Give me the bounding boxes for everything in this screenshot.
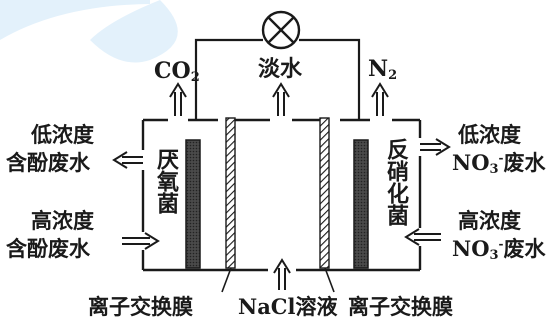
cell-tank — [141, 118, 422, 272]
right-inlet-label-line1: 高浓度 — [458, 208, 521, 233]
n2-outlet-arrow-icon — [371, 82, 389, 116]
left-inlet-label-line1: 高浓度 — [31, 208, 94, 233]
fresh-water-label: 淡水 — [258, 56, 303, 82]
right-inlet-arrow-icon — [404, 228, 441, 246]
n2-label: N2 — [368, 56, 398, 83]
cathode-electrode — [353, 139, 369, 269]
ion-exchange-membrane-right — [319, 117, 330, 269]
right-outlet-arrow-icon — [420, 138, 451, 156]
external-circuit — [194, 38, 361, 120]
left-inlet-label-line2: 含酚废水 — [6, 236, 90, 261]
nacl-inlet-arrow-icon — [273, 258, 291, 290]
co2-label: CO2 — [154, 58, 200, 85]
left-outlet-label-line2: 含酚废水 — [6, 150, 90, 175]
ion-exchange-membrane-right-label: 离子交换膜 — [348, 294, 453, 319]
right-outlet-label-line2: NO3-废水 — [452, 150, 546, 177]
anode-electrode — [185, 139, 201, 269]
denitrifying-bacteria-label: 反硝化菌 — [383, 138, 409, 226]
nacl-solution-label: NaCl溶液 — [238, 294, 338, 319]
anaerobic-bacteria-label: 厌氧菌 — [153, 148, 179, 214]
ion-exchange-membrane-left — [225, 117, 236, 269]
lamp-circle-x-icon — [261, 10, 301, 50]
left-inlet-arrow-icon — [122, 232, 160, 250]
co2-outlet-arrow-icon — [169, 82, 187, 116]
right-inlet-label-line2: NO3-废水 — [452, 236, 546, 263]
right-outlet-label-line1: 低浓度 — [458, 122, 521, 147]
ion-exchange-membrane-left-label: 离子交换膜 — [88, 294, 193, 319]
membrane-leader-lines — [221, 267, 335, 293]
left-outlet-label-line1: 低浓度 — [31, 122, 94, 147]
left-outlet-arrow-icon — [112, 151, 143, 169]
fresh-water-outlet-arrow-icon — [272, 82, 290, 116]
